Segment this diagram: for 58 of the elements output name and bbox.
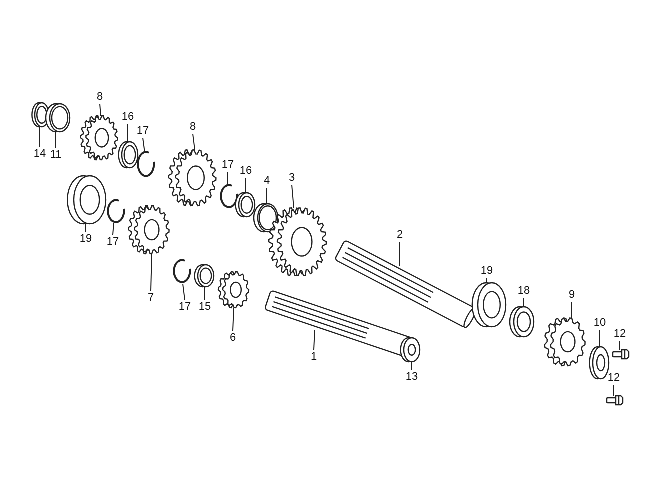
washer-drawing [118, 141, 139, 169]
callout-number: 19 [80, 233, 92, 245]
callout-number: 7 [148, 292, 154, 304]
callout-number: 17 [136, 125, 150, 137]
gear-drawing [218, 271, 250, 309]
leader-line [204, 286, 206, 300]
bushing-drawing [45, 103, 71, 133]
leader-line [182, 284, 186, 300]
gear-drawing [128, 205, 170, 255]
callout-number: 18 [518, 285, 530, 297]
circlip-drawing [137, 151, 156, 178]
callout-number: 1 [310, 351, 318, 363]
leader-line [100, 104, 102, 116]
leader-line [266, 188, 268, 204]
gear-drawing [80, 115, 118, 161]
washer-drawing [400, 337, 421, 363]
circlip-drawing [220, 184, 238, 208]
callout-number: 12 [608, 372, 620, 384]
leader-line [314, 330, 316, 350]
callout-number: 6 [230, 332, 236, 344]
callout-number: 13 [406, 371, 418, 383]
callout-number: 3 [288, 172, 296, 184]
callout-number: 8 [96, 91, 104, 103]
circlip-drawing [107, 199, 126, 224]
callout-number: 14 [34, 148, 46, 160]
plate-drawing [589, 346, 610, 380]
gear-drawing [268, 207, 328, 277]
callout-number: 8 [190, 121, 196, 133]
leader-line [142, 138, 146, 154]
washer-drawing [194, 264, 215, 288]
gear-drawing [168, 149, 217, 207]
callout-number: 17 [222, 159, 234, 171]
leader-line [150, 254, 152, 292]
callout-number: 16 [240, 165, 252, 177]
callout-number: 12 [614, 328, 626, 340]
callout-number: 9 [568, 289, 576, 301]
leader-line [232, 308, 234, 332]
circlip-drawing [173, 259, 192, 284]
callout-number: 2 [396, 229, 404, 241]
leader-line [486, 278, 488, 284]
bearing-drawing [67, 175, 107, 225]
seal-drawing [509, 306, 535, 338]
bolt-drawing [606, 395, 624, 406]
callout-number: 19 [480, 265, 494, 277]
callout-number: 11 [50, 149, 62, 161]
sprocket-drawing [544, 318, 586, 367]
leader-line [292, 184, 294, 208]
callout-number: 16 [122, 111, 134, 123]
callout-number: 17 [178, 301, 192, 313]
washer-drawing [235, 192, 256, 218]
callout-number: 4 [264, 175, 270, 187]
leader-line [192, 134, 196, 150]
callout-number: 10 [594, 317, 606, 329]
bearing-drawing [472, 282, 507, 328]
callout-number: 15 [198, 301, 212, 313]
callout-number: 17 [106, 236, 120, 248]
leader-line [112, 222, 114, 236]
bolt-drawing [612, 349, 630, 360]
